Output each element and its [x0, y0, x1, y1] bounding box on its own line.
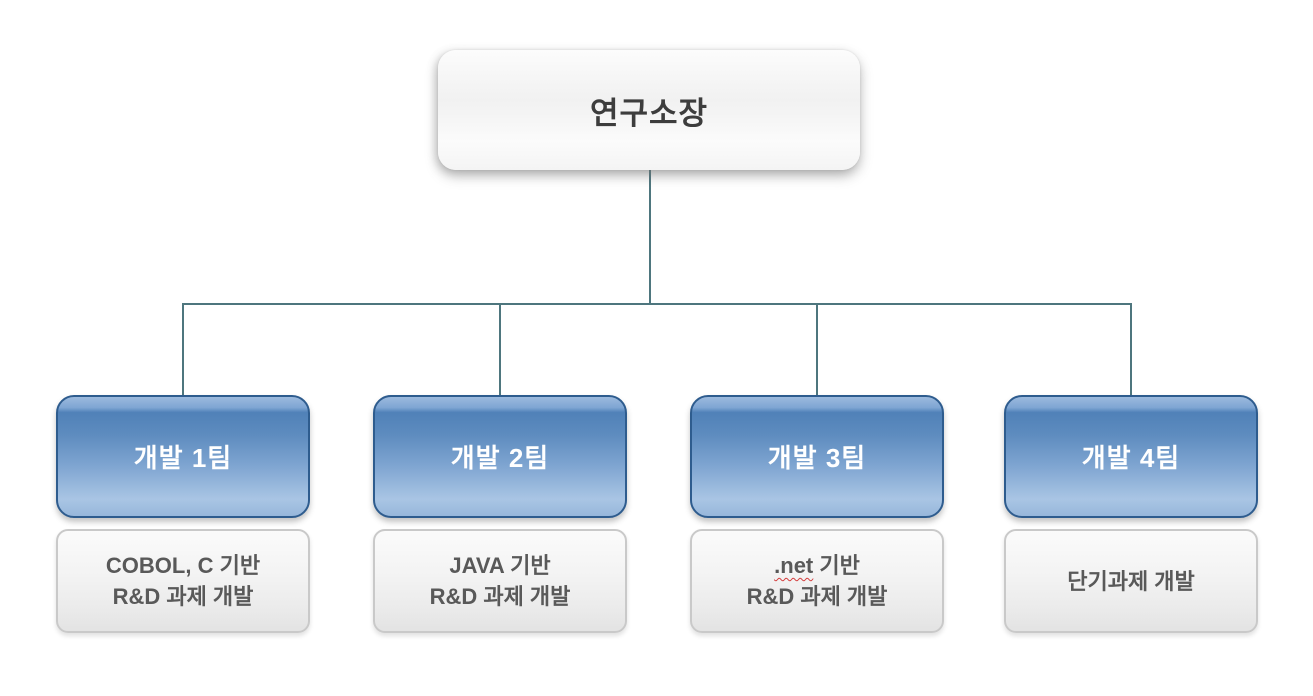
connector-path	[182, 170, 1132, 396]
org-node-director-label: 연구소장	[589, 95, 709, 131]
desc-line: JAVA 기반	[449, 553, 551, 578]
org-desc-team-3[interactable]: .net 기반 R&D 과제 개발	[690, 529, 944, 633]
desc-line: .net 기반	[774, 550, 860, 581]
org-desc-team-2[interactable]: JAVA 기반 R&D 과제 개발	[373, 529, 627, 633]
org-node-team-1-label: 개발 1팀	[133, 443, 233, 473]
org-node-team-3[interactable]: 개발 3팀	[690, 395, 944, 518]
desc-line: R&D 과제 개발	[746, 584, 888, 609]
org-node-team-1[interactable]: 개발 1팀	[56, 395, 310, 518]
org-node-team-4-label: 개발 4팀	[1081, 443, 1181, 473]
org-node-team-4[interactable]: 개발 4팀	[1004, 395, 1258, 518]
org-node-director[interactable]: 연구소장	[438, 50, 860, 170]
desc-line: 단기과제 개발	[1067, 568, 1195, 594]
org-node-team-3-label: 개발 3팀	[767, 443, 867, 473]
desc-line-rest: 기반	[813, 553, 860, 578]
org-node-team-2[interactable]: 개발 2팀	[373, 395, 627, 518]
org-desc-team-4[interactable]: 단기과제 개발	[1004, 529, 1258, 633]
spellchecked-word: .net	[774, 553, 814, 578]
org-node-team-2-label: 개발 2팀	[450, 443, 550, 473]
desc-line: R&D 과제 개발	[112, 584, 254, 609]
desc-line: COBOL, C 기반	[105, 553, 261, 578]
desc-line: R&D 과제 개발	[429, 584, 571, 609]
org-desc-team-1[interactable]: COBOL, C 기반 R&D 과제 개발	[56, 529, 310, 633]
